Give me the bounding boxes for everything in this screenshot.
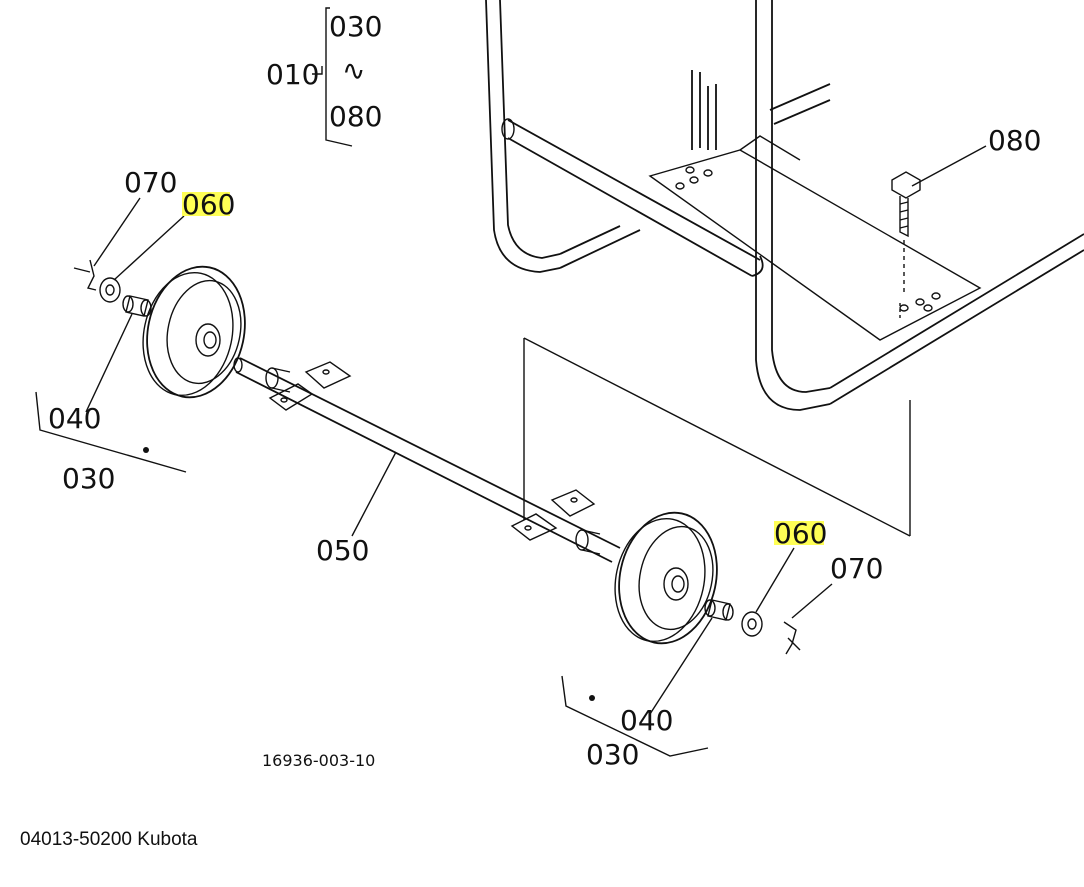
exploded-parts-diagram: 030 ∿ 080 010 (35, 0, 1084, 771)
bolt-080[interactable] (891, 145, 987, 296)
right-group-bracket (561, 675, 709, 757)
callout-080[interactable]: 080 (988, 124, 1041, 157)
callout-group-030[interactable]: 030 (329, 10, 382, 43)
axle-050[interactable] (233, 357, 621, 563)
highlight-left-060 (182, 192, 230, 216)
callout-right-070[interactable]: 070 (830, 552, 883, 585)
callout-left-030[interactable]: 030 (62, 462, 115, 495)
left-bushing-040[interactable] (85, 295, 152, 413)
left-wheel-030[interactable] (132, 257, 257, 453)
left-pin-070[interactable] (73, 197, 141, 291)
frame (485, 0, 1084, 537)
callout-left-060[interactable]: 060 (182, 188, 235, 221)
callout-group-080[interactable]: 080 (329, 100, 382, 133)
highlight-right-060 (774, 521, 824, 545)
right-bushing-040[interactable] (649, 599, 734, 715)
group-bracket (312, 7, 353, 147)
right-wheel-030[interactable] (589, 503, 729, 701)
left-washer-060[interactable] (99, 215, 185, 303)
right-pin-070[interactable] (783, 583, 833, 655)
callout-right-030[interactable]: 030 (586, 738, 639, 771)
drawing-number: 16936-003-10 (262, 751, 375, 770)
part-caption: 04013-50200 Kubota (20, 829, 198, 850)
callout-right-040[interactable]: 040 (620, 704, 673, 737)
callout-050[interactable]: 050 (316, 534, 369, 567)
left-group-bracket (35, 391, 187, 473)
callout-group-010[interactable]: 010 (266, 58, 319, 91)
right-washer-060[interactable] (741, 547, 795, 637)
callout-left-070[interactable]: 070 (124, 166, 177, 199)
callout-left-040[interactable]: 040 (48, 402, 101, 435)
callout-group-tilde: ∿ (342, 54, 365, 87)
callout-right-060[interactable]: 060 (774, 517, 827, 550)
